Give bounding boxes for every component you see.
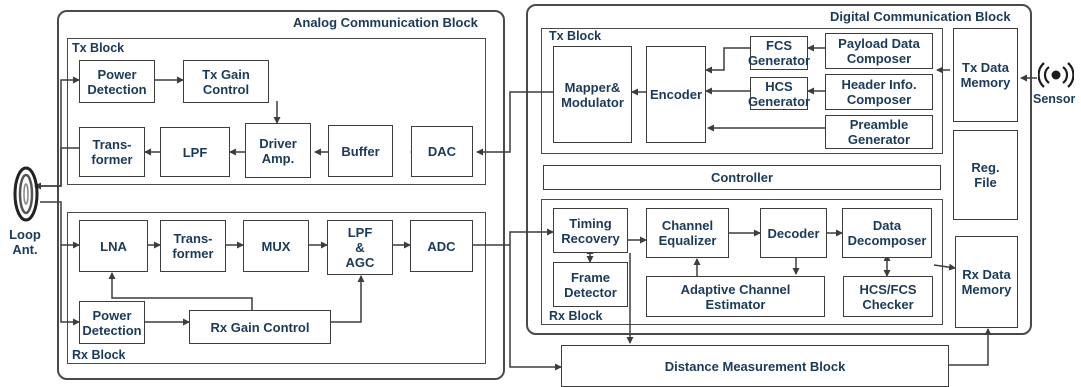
timing-recovery-block: Timing Recovery [553, 208, 628, 253]
loop-antenna-icon [13, 166, 39, 222]
lpf-agc-block: LPF & AGC [327, 220, 393, 275]
preamble-generator-block: Preamble Generator [825, 115, 933, 149]
buffer-block: Buffer [328, 125, 393, 177]
mapper-modulator-block: Mapper& Modulator [553, 46, 632, 143]
payload-data-composer-block: Payload Data Composer [825, 33, 933, 69]
frame-detector-block: Frame Detector [553, 262, 628, 307]
sensor-label: Sensor [1033, 92, 1076, 106]
header-info-composer-block: Header Info. Composer [825, 74, 933, 110]
power-detection-rx-block: Power Detection [79, 301, 145, 344]
sensor-icon [1038, 62, 1074, 88]
mux-block: MUX [243, 220, 309, 272]
rx-data-memory-block: Rx Data Memory [955, 236, 1018, 328]
lna-block: LNA [79, 220, 148, 272]
loop-antenna-label: Loop Ant. [9, 227, 41, 257]
tx-gain-control-block: Tx Gain Control [183, 60, 269, 103]
analog-tx-block-title: Tx Block [72, 41, 125, 55]
lpf-tx-block: LPF [160, 127, 230, 177]
dac-block: DAC [411, 126, 473, 177]
digital-tx-block-title: Tx Block [549, 29, 602, 43]
data-decomposer-block: Data Decomposer [842, 208, 932, 258]
analog-block-title: Analog Communication Block [293, 15, 478, 30]
hcs-generator-block: HCS Generator [747, 77, 811, 110]
digital-rx-block-title: Rx Block [549, 309, 603, 323]
analog-rx-block-title: Rx Block [72, 348, 126, 362]
channel-equalizer-block: Channel Equalizer [646, 208, 729, 258]
distance-measurement-block: Distance Measurement Block [561, 345, 949, 387]
rx-gain-control-block: Rx Gain Control [189, 310, 331, 344]
digital-block-title: Digital Communication Block [830, 9, 1011, 24]
hcs-fcs-checker-block: HCS/FCS Checker [843, 276, 933, 317]
fcs-generator-block: FCS Generator [747, 36, 811, 70]
transformer-tx-block: Trans- former [79, 127, 145, 177]
adc-block: ADC [410, 220, 473, 272]
adaptive-channel-estimator-block: Adaptive Channel Estimator [646, 276, 825, 317]
encoder-block: Encoder [646, 46, 706, 143]
tx-data-memory-block: Tx Data Memory [953, 28, 1018, 122]
decoder-block: Decoder [760, 208, 827, 258]
driver-amp-block: Driver Amp. [245, 123, 311, 178]
controller-block: Controller [543, 165, 941, 190]
transformer-rx-block: Trans- former [160, 220, 226, 272]
power-detection-tx-block: Power Detection [79, 60, 155, 103]
reg-file-block: Reg. File [953, 130, 1018, 220]
